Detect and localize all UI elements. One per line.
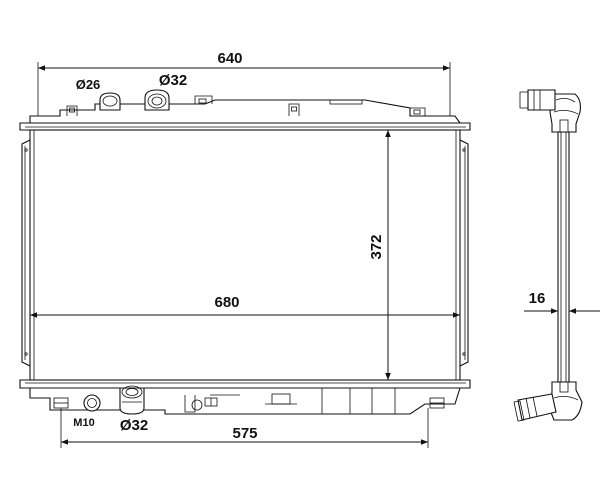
- top-inlet-small: [99, 92, 121, 111]
- front-view: 640 680 372 575 Ø26 Ø32 M10 Ø32: [19, 50, 471, 448]
- label-top-inlet-large: Ø32: [159, 72, 187, 89]
- core: [21, 129, 469, 381]
- dimension-16: 16: [524, 290, 600, 314]
- dimension-16-label: 16: [529, 290, 546, 307]
- drain-plug: [83, 394, 101, 412]
- dimension-575: 575: [60, 408, 429, 448]
- label-top-inlet-small: Ø26: [76, 77, 101, 92]
- label-bottom-outlet: Ø32: [120, 417, 148, 434]
- dimension-680: 680: [30, 294, 460, 318]
- top-tank: [19, 95, 471, 131]
- bottom-tank: [19, 379, 471, 415]
- bottom-outlet: [119, 385, 145, 415]
- dimension-372-label: 372: [368, 234, 385, 259]
- dimension-372: 372: [368, 130, 391, 380]
- dimension-640-label: 640: [217, 50, 242, 67]
- label-drain-thread: M10: [73, 417, 94, 429]
- side-top-tank: [519, 89, 581, 133]
- dimension-680-label: 680: [214, 294, 239, 311]
- top-inlet-large: [144, 89, 170, 111]
- side-view: 16: [513, 89, 600, 422]
- side-bottom-tank: [513, 381, 583, 422]
- dimension-640: 640: [37, 50, 451, 103]
- dimension-575-label: 575: [232, 425, 257, 442]
